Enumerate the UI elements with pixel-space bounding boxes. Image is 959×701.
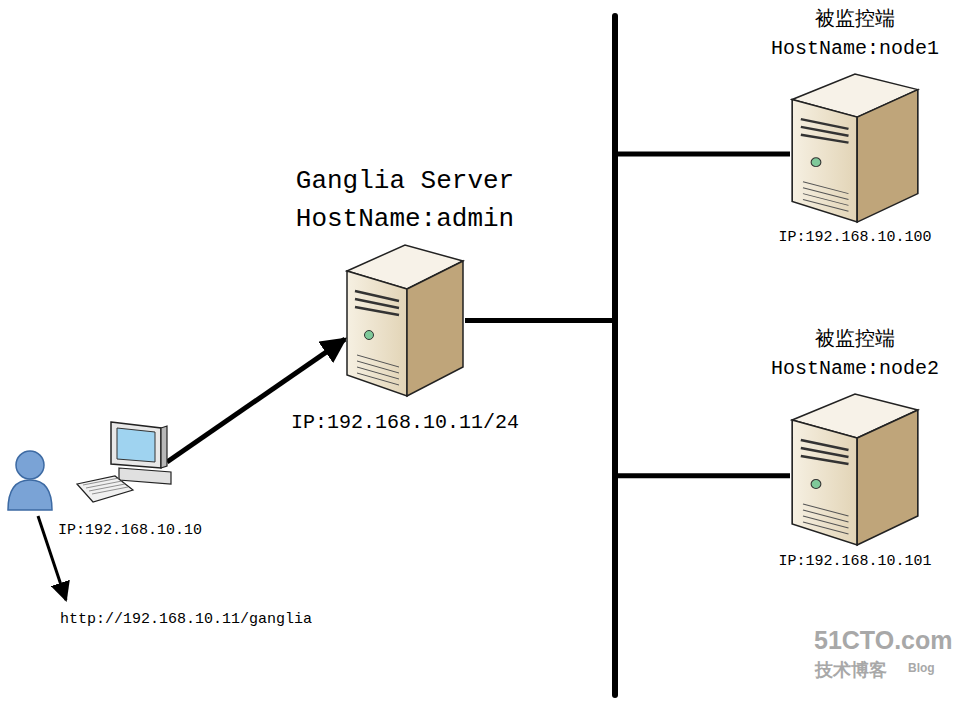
watermark: Blog xyxy=(908,662,935,676)
server-icon xyxy=(345,243,465,398)
node-label: IP:192.168.10.11/24 xyxy=(291,411,519,434)
server-icon xyxy=(790,72,920,224)
watermark: 51CTO.com xyxy=(814,626,952,655)
url-label: http://192.168.10.11/ganglia xyxy=(60,611,312,628)
server-node: 被监控端HostName:node1IP:192.168.10.100 xyxy=(790,72,920,224)
server-node: Ganglia ServerHostName:adminIP:192.168.1… xyxy=(345,243,465,398)
access-arrow xyxy=(167,339,345,462)
node-label: IP:192.168.10.100 xyxy=(778,229,931,246)
node-label: HostName:node2 xyxy=(771,357,939,380)
user-icon xyxy=(8,451,52,510)
node-label: Ganglia Server xyxy=(296,167,514,197)
node-label: HostName:admin xyxy=(296,205,514,235)
watermark: 技术博客 xyxy=(815,660,887,681)
server-icon xyxy=(790,392,920,547)
server-node: 被监控端HostName:node2IP:192.168.10.101 xyxy=(790,392,920,547)
node-label: 被监控端 xyxy=(815,8,895,31)
node-label: IP:192.168.10.101 xyxy=(778,553,931,570)
computer-icon xyxy=(75,420,175,504)
node-label: IP:192.168.10.10 xyxy=(58,522,202,539)
node-label: 被监控端 xyxy=(815,328,895,351)
network-link xyxy=(465,321,790,476)
node-label: HostName:node1 xyxy=(771,37,939,60)
client-node: IP:192.168.10.10 xyxy=(75,420,175,504)
